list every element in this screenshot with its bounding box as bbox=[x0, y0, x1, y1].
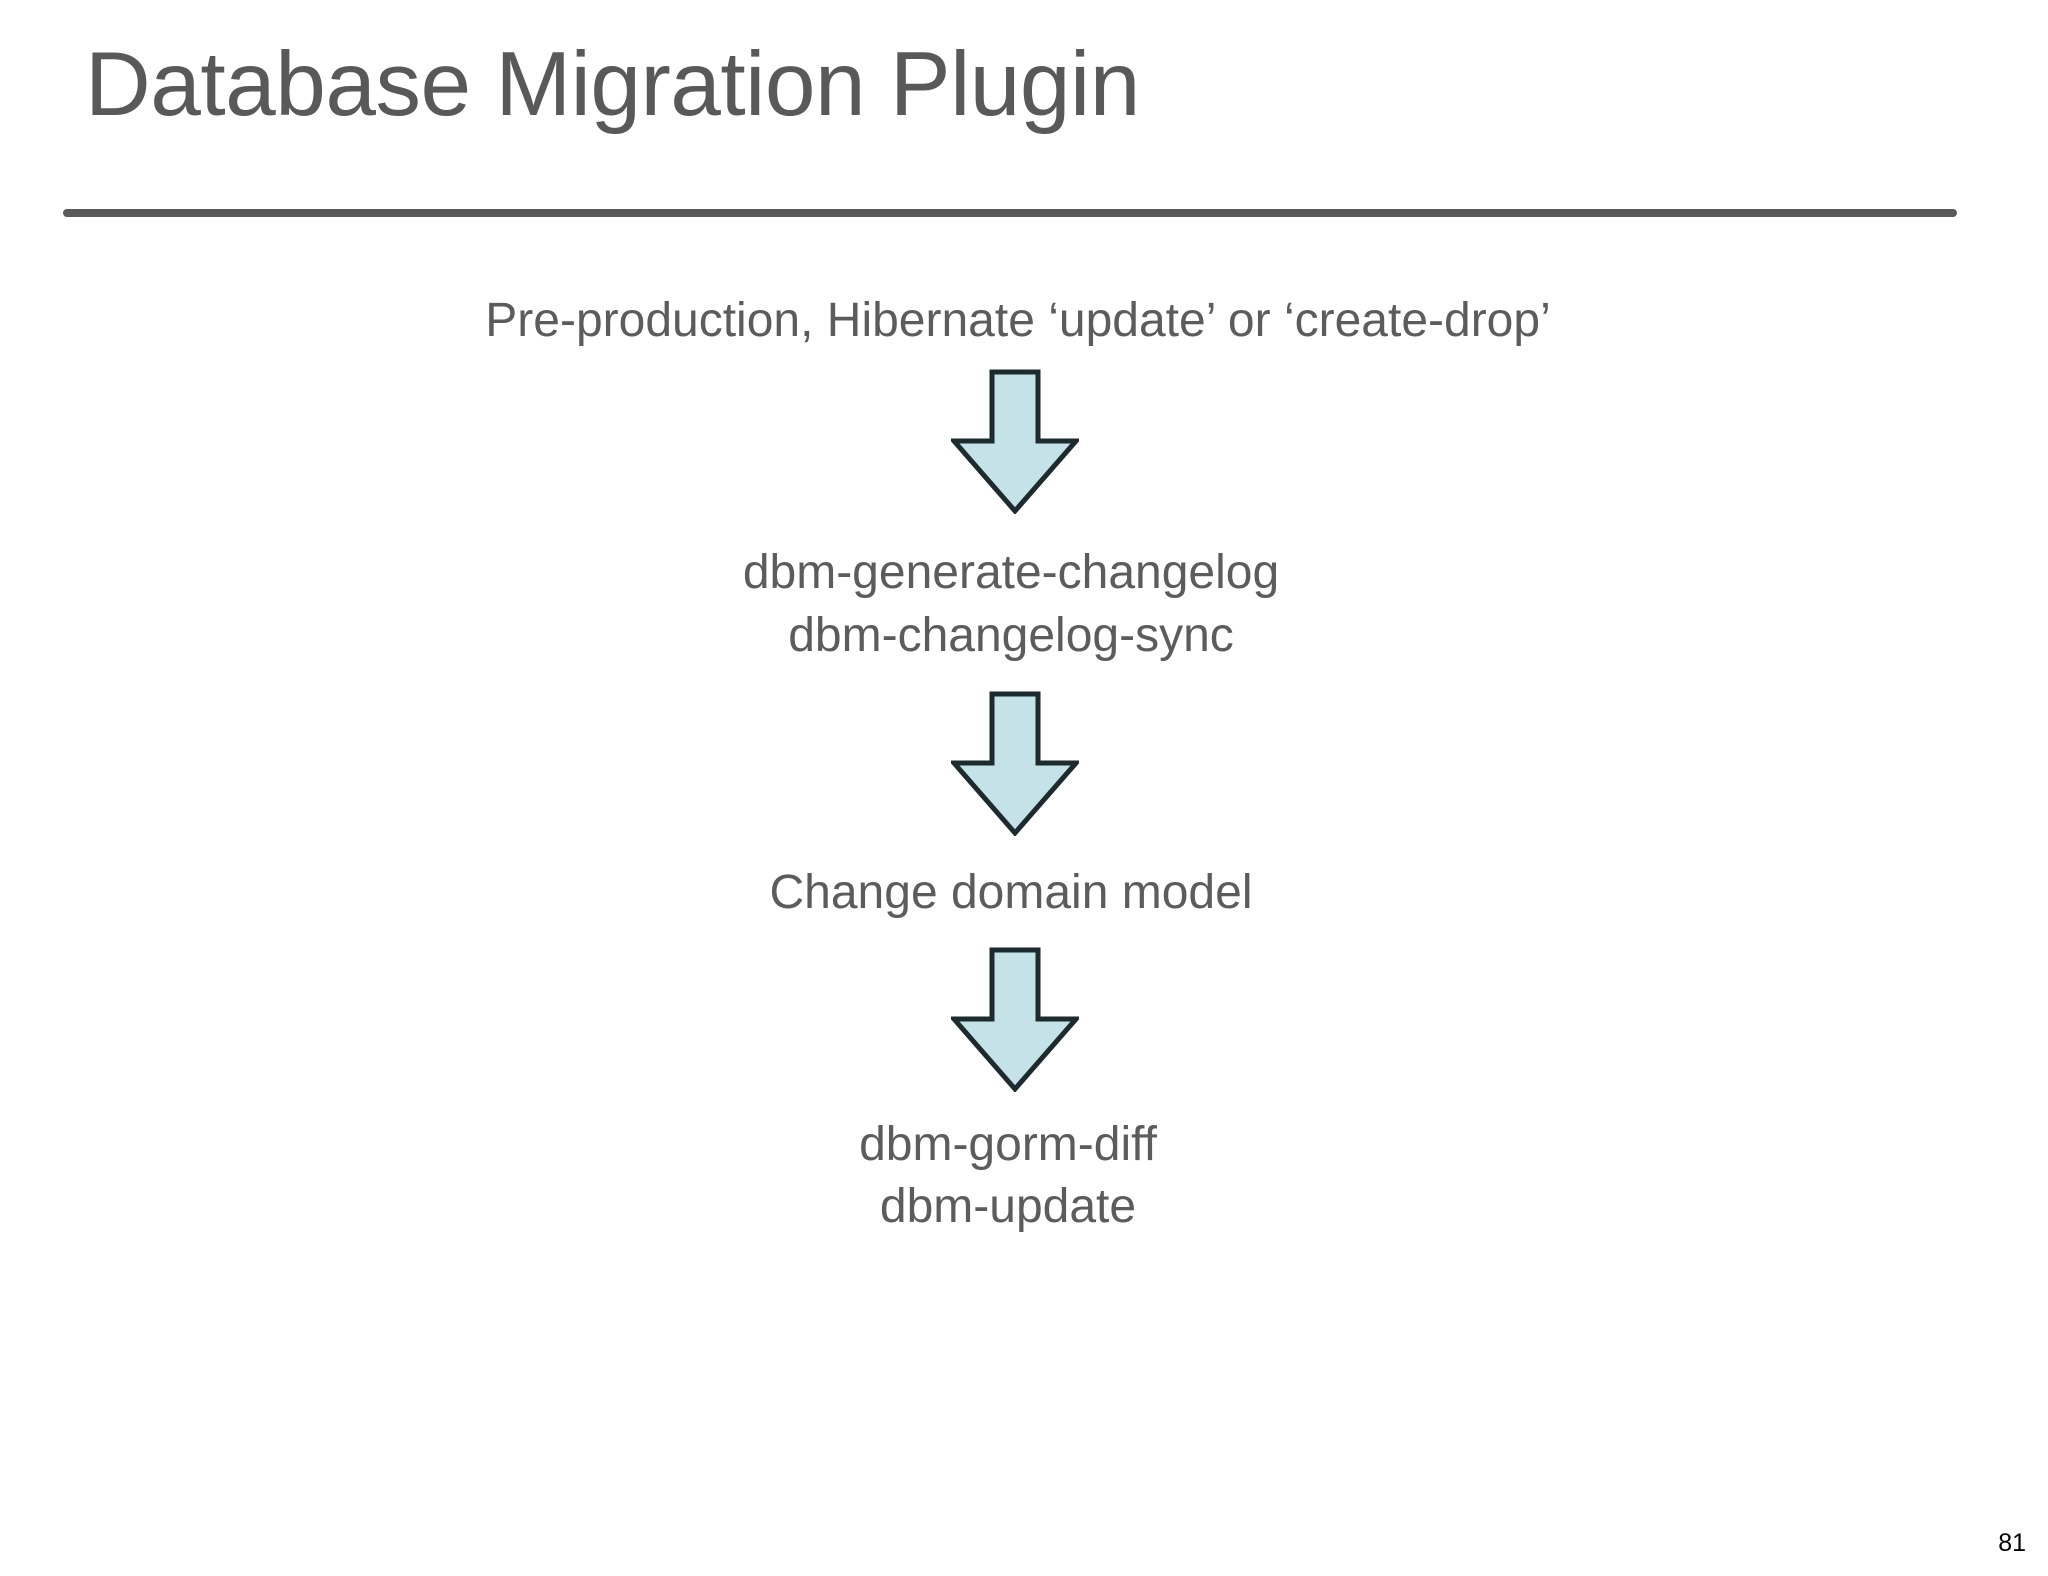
process-flow-diagram: Pre-production, Hibernate ‘update’ or ‘c… bbox=[0, 290, 2030, 1238]
flow-connector-1 bbox=[951, 369, 1079, 515]
arrow-down-icon bbox=[951, 691, 1079, 837]
flow-step-change-domain-model: Change domain model bbox=[770, 862, 1253, 924]
arrow-down-icon bbox=[951, 369, 1079, 515]
page-title: Database Migration Plugin bbox=[85, 34, 1140, 135]
flow-step-generate-changelog: dbm-generate-changelog dbm-changelog-syn… bbox=[743, 542, 1279, 667]
flow-connector-2 bbox=[951, 691, 1079, 837]
flow-step-label: dbm-gorm-diff bbox=[859, 1117, 1157, 1171]
arrow-down-icon bbox=[951, 947, 1079, 1092]
flow-step-gorm-diff-update: dbm-gorm-diff dbm-update bbox=[859, 1114, 1157, 1239]
flow-step-label: Change domain model bbox=[769, 866, 1253, 920]
page-number: 81 bbox=[1998, 1529, 2026, 1557]
flow-step-pre-production: Pre-production, Hibernate ‘update’ or ‘c… bbox=[485, 290, 1550, 352]
title-divider bbox=[63, 209, 1957, 217]
flow-connector-3 bbox=[951, 947, 1079, 1092]
flow-step-label: Pre-production, Hibernate ‘update’ or ‘c… bbox=[485, 294, 1551, 347]
flow-step-label: dbm-generate-changelog bbox=[742, 546, 1280, 600]
flow-step-label: dbm-update bbox=[879, 1179, 1137, 1233]
flow-step-label: dbm-changelog-sync bbox=[788, 608, 1234, 662]
